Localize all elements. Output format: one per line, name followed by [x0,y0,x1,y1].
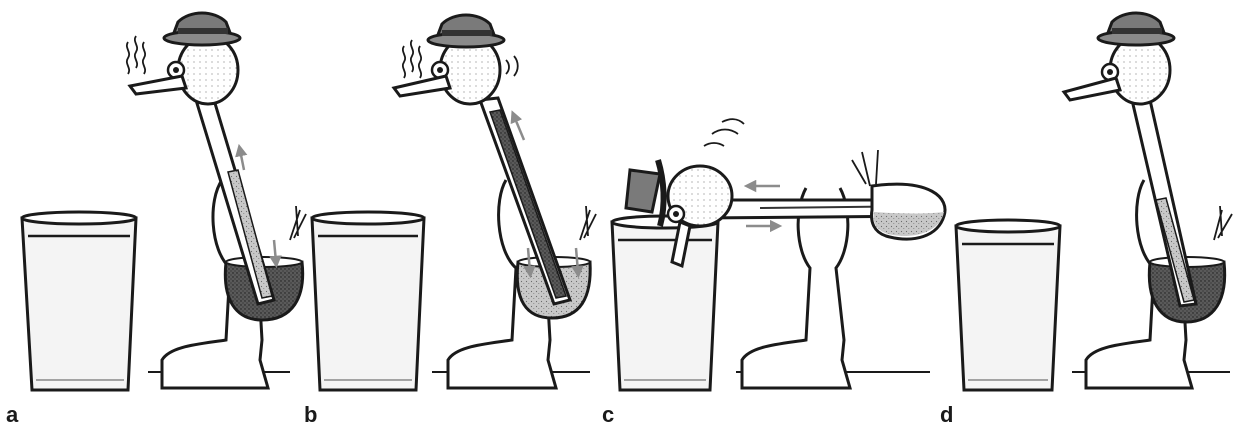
panel-label-a: a [6,404,18,426]
water-glass-d [956,220,1060,390]
panel-label-d: d [940,404,953,426]
flow-arrow-up-b [514,116,524,140]
panel-b [312,15,596,390]
drinking-bird-a [130,13,306,388]
panel-c [612,119,945,390]
hat-icon [1098,13,1174,45]
heat-waves-a [127,36,145,74]
drinking-bird-b [394,15,596,388]
motion-lines-c [704,119,744,146]
water-glass-a [22,212,136,390]
flow-arrow-up-a [240,150,244,170]
panel-d [956,13,1232,390]
hat-icon [428,15,504,47]
panel-a [22,13,306,390]
water-glass-c [612,216,718,390]
water-glass-b [312,212,424,390]
panel-label-b: b [304,404,317,426]
hat-icon [164,13,240,45]
panel-label-c: c [602,404,614,426]
drinking-bird-d [1064,13,1232,388]
